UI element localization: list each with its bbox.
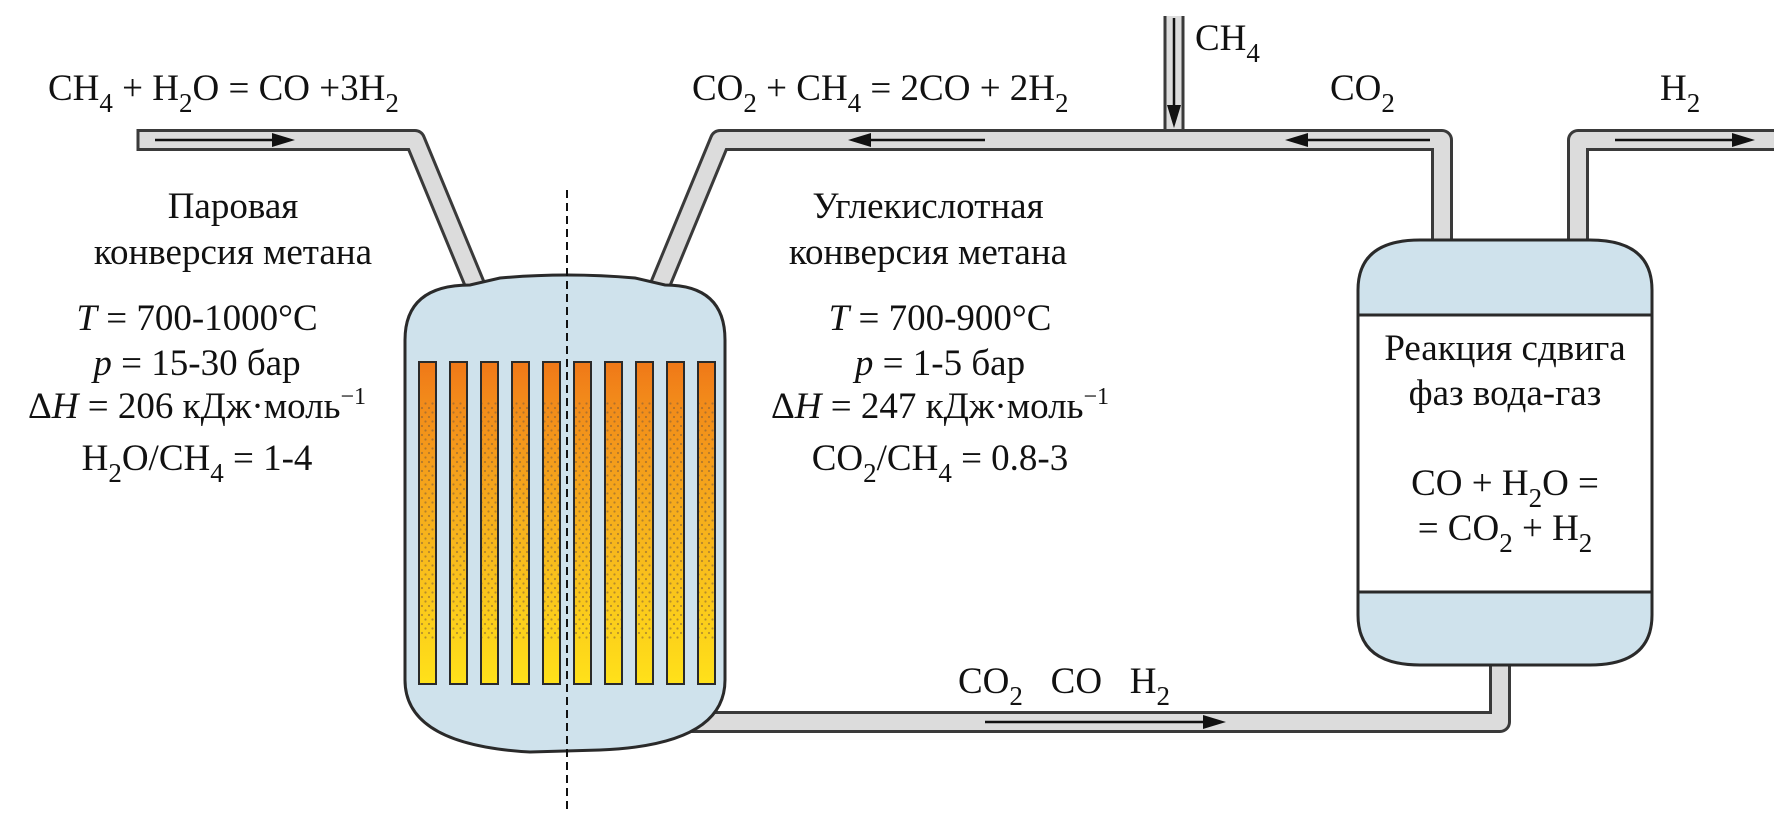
steam-ratio: H2O/CH4 = 1-4: [82, 438, 313, 488]
pipe-product-line: [680, 665, 1511, 733]
ch4-input-label: CH4: [1195, 18, 1260, 68]
product-stream-label: CO2 CO H2: [958, 661, 1170, 711]
steam-enthalpy: ΔH = 206 кДж·моль−1: [28, 384, 366, 427]
arrow-product-right: [985, 715, 1226, 729]
shift-reactor-panel: [1359, 315, 1651, 592]
dry-pressure: p = 1-5 бар: [852, 343, 1025, 384]
catalyst-tubes: [418, 361, 716, 685]
pipe-recycle-line: [649, 129, 1453, 290]
catalyst-pellets: [637, 400, 652, 640]
catalyst-pellets: [513, 400, 528, 640]
pipe-h2-outlet: [1567, 129, 1774, 245]
dry-title-line2: конверсия метана: [789, 232, 1067, 273]
catalyst-pellets: [668, 400, 683, 640]
arrow-co2-left: [1285, 133, 1430, 147]
arrow-h2-out: [1615, 133, 1755, 147]
catalyst-pellets: [575, 400, 590, 640]
catalyst-pellets: [544, 400, 559, 640]
shift-equation-line2: = CO2 + H2: [1418, 508, 1593, 558]
dry-enthalpy: ΔH = 247 кДж·моль−1: [771, 384, 1109, 427]
steam-reforming-conditions: Паровая конверсия метана T = 700-1000°C …: [28, 186, 372, 488]
arrow-steam-in: [155, 133, 295, 147]
catalyst-pellets: [699, 400, 714, 640]
dry-ratio: CO2/CH4 = 0.8-3: [812, 438, 1069, 488]
dry-temperature: T = 700-900°C: [829, 298, 1052, 339]
arrow-recycle-left: [848, 133, 985, 147]
steam-temperature: T = 700-1000°C: [76, 298, 317, 339]
reformer-vessel: [403, 273, 727, 754]
steam-title-line2: конверсия метана: [94, 232, 372, 273]
shift-title-line2: фаз вода-газ: [1409, 373, 1602, 414]
shift-equation-line1: CO + H2O =: [1411, 463, 1599, 513]
shift-reactor: [1356, 238, 1654, 667]
steam-reaction-equation: CH4 + H2O = CO +3H2: [48, 68, 399, 118]
co2-recycle-label: CO2: [1330, 68, 1395, 118]
catalyst-pellets: [451, 400, 466, 640]
h2-output-label: H2: [1660, 68, 1700, 118]
catalyst-pellets: [606, 400, 621, 640]
steam-title-line1: Паровая: [168, 186, 299, 227]
shift-title-line1: Реакция сдвига: [1384, 328, 1625, 369]
steam-pressure: p = 15-30 бар: [90, 343, 300, 384]
dry-reforming-conditions: Углекислотная конверсия метана T = 700-9…: [771, 186, 1109, 488]
catalyst-pellets: [420, 400, 435, 640]
catalyst-pellets: [482, 400, 497, 640]
dry-reaction-equation: CO2 + CH4 = 2CO + 2H2: [692, 68, 1069, 118]
shift-reactor-text: Реакция сдвига фаз вода-газ CO + H2O = =…: [1384, 328, 1625, 558]
dry-title-line1: Углекислотная: [812, 186, 1043, 227]
arrow-ch4-down: [1167, 18, 1181, 128]
